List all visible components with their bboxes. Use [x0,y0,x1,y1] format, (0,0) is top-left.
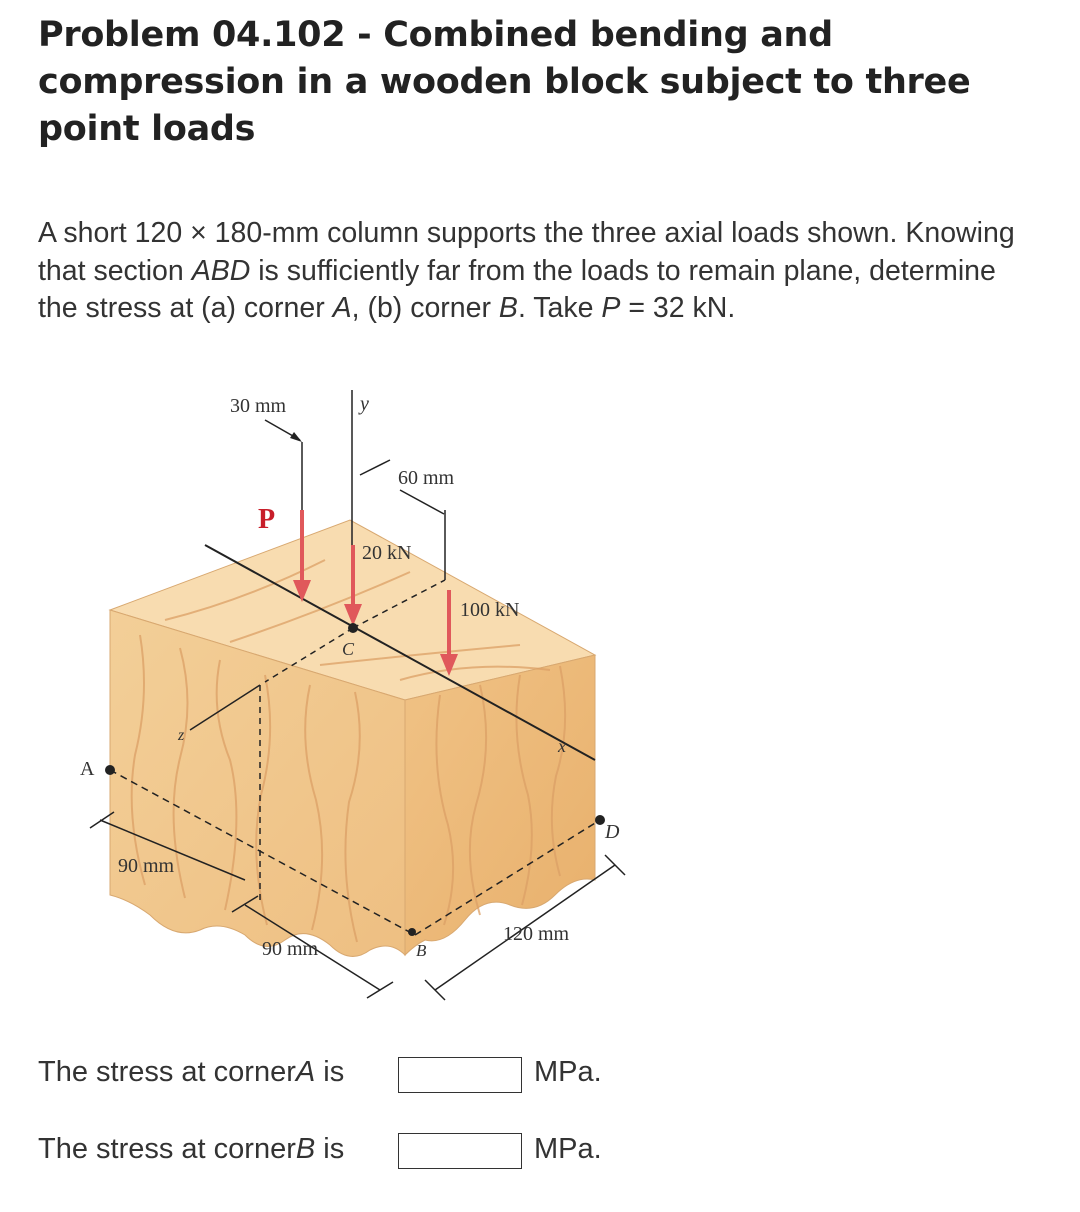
dimension-arrowhead [290,432,302,442]
answer-a-suffix: is [323,1055,345,1088]
dimension-tick [89,811,115,829]
load-20kn-label: 20 kN [362,542,411,564]
statement-text: = 32 kN. [620,292,736,324]
dimension-tick [604,854,626,876]
block-left-face [109,609,406,957]
statement-text: , (b) corner [351,292,499,324]
statement-var-a: A [332,292,352,324]
statement-var-p: P [601,292,621,324]
problem-title: Problem 04.102 - Combined bending and co… [38,15,971,149]
column-diagram: 30 mm y 60 mm P 20 kN 100 kN C A z x D 9… [80,390,626,1001]
problem-statement: A short 120 × 180-mm column supports the… [38,215,1038,328]
dimension-line [244,904,381,991]
answer-b-suffix: is [323,1132,345,1165]
statement-text: is sufficiently far from the loads to re… [38,254,996,325]
answer-row-a: The stress at corner A is [38,1052,344,1092]
load-p-label: P [258,504,275,535]
section-dashed-line [109,769,416,936]
dimension-tick [366,981,394,999]
answer-a-prefix: The stress at corner [38,1055,296,1088]
column-figure: 30 mm y 60 mm P 20 kN 100 kN C A z x D 9… [70,380,670,1020]
point-b-dot [408,928,416,936]
statement-var-b: B [498,292,518,324]
point-c-dot [348,623,358,633]
answer-b-var: B [295,1132,316,1165]
dimension-tick [231,895,259,913]
load-arrow-p [293,510,311,602]
z-axis-label: z [177,727,185,744]
dim-30-label: 30 mm [230,395,287,417]
dimension-tick [424,979,446,1001]
answer-b-prefix: The stress at corner [38,1132,296,1165]
dim-60-label: 60 mm [398,467,455,489]
x-axis-label: x [557,736,566,756]
dimension-line [99,819,246,881]
block-right-face [404,654,596,957]
point-d-label: D [604,821,620,843]
section-line [204,544,596,761]
statement-text: A short 120 × 180-mm column supports the… [38,217,1015,287]
dim-90-left-label: 90 mm [118,855,175,877]
point-d-dot [595,815,605,825]
dim-120-label: 120 mm [503,923,570,945]
section-dashed-line [414,819,601,936]
statement-text: . Take [517,292,602,324]
z-axis-line [189,684,261,731]
stress-a-input[interactable] [398,1057,522,1093]
load-arrow-20kn [344,545,362,626]
point-c-label: C [342,639,355,659]
dimension-line [434,864,616,991]
dim-90-bottom-label: 90 mm [262,938,319,960]
load-arrow-100kn [440,590,458,676]
statement-var-abd: ABD [191,254,251,287]
y-axis-label: y [358,393,369,415]
answer-row-b: The stress at corner B is [38,1129,344,1169]
stress-b-unit: MPa. [534,1133,602,1165]
point-a-dot [105,765,115,775]
dimension-leader [359,459,391,476]
wood-grain [130,559,567,943]
dimension-leader [399,489,445,515]
stress-a-unit: MPa. [534,1056,602,1088]
answer-a-var: A [295,1055,316,1088]
load-100kn-label: 100 kN [460,599,519,621]
point-a-label: A [80,758,95,780]
point-b-label: B [416,941,427,960]
stress-b-input[interactable] [398,1133,522,1169]
